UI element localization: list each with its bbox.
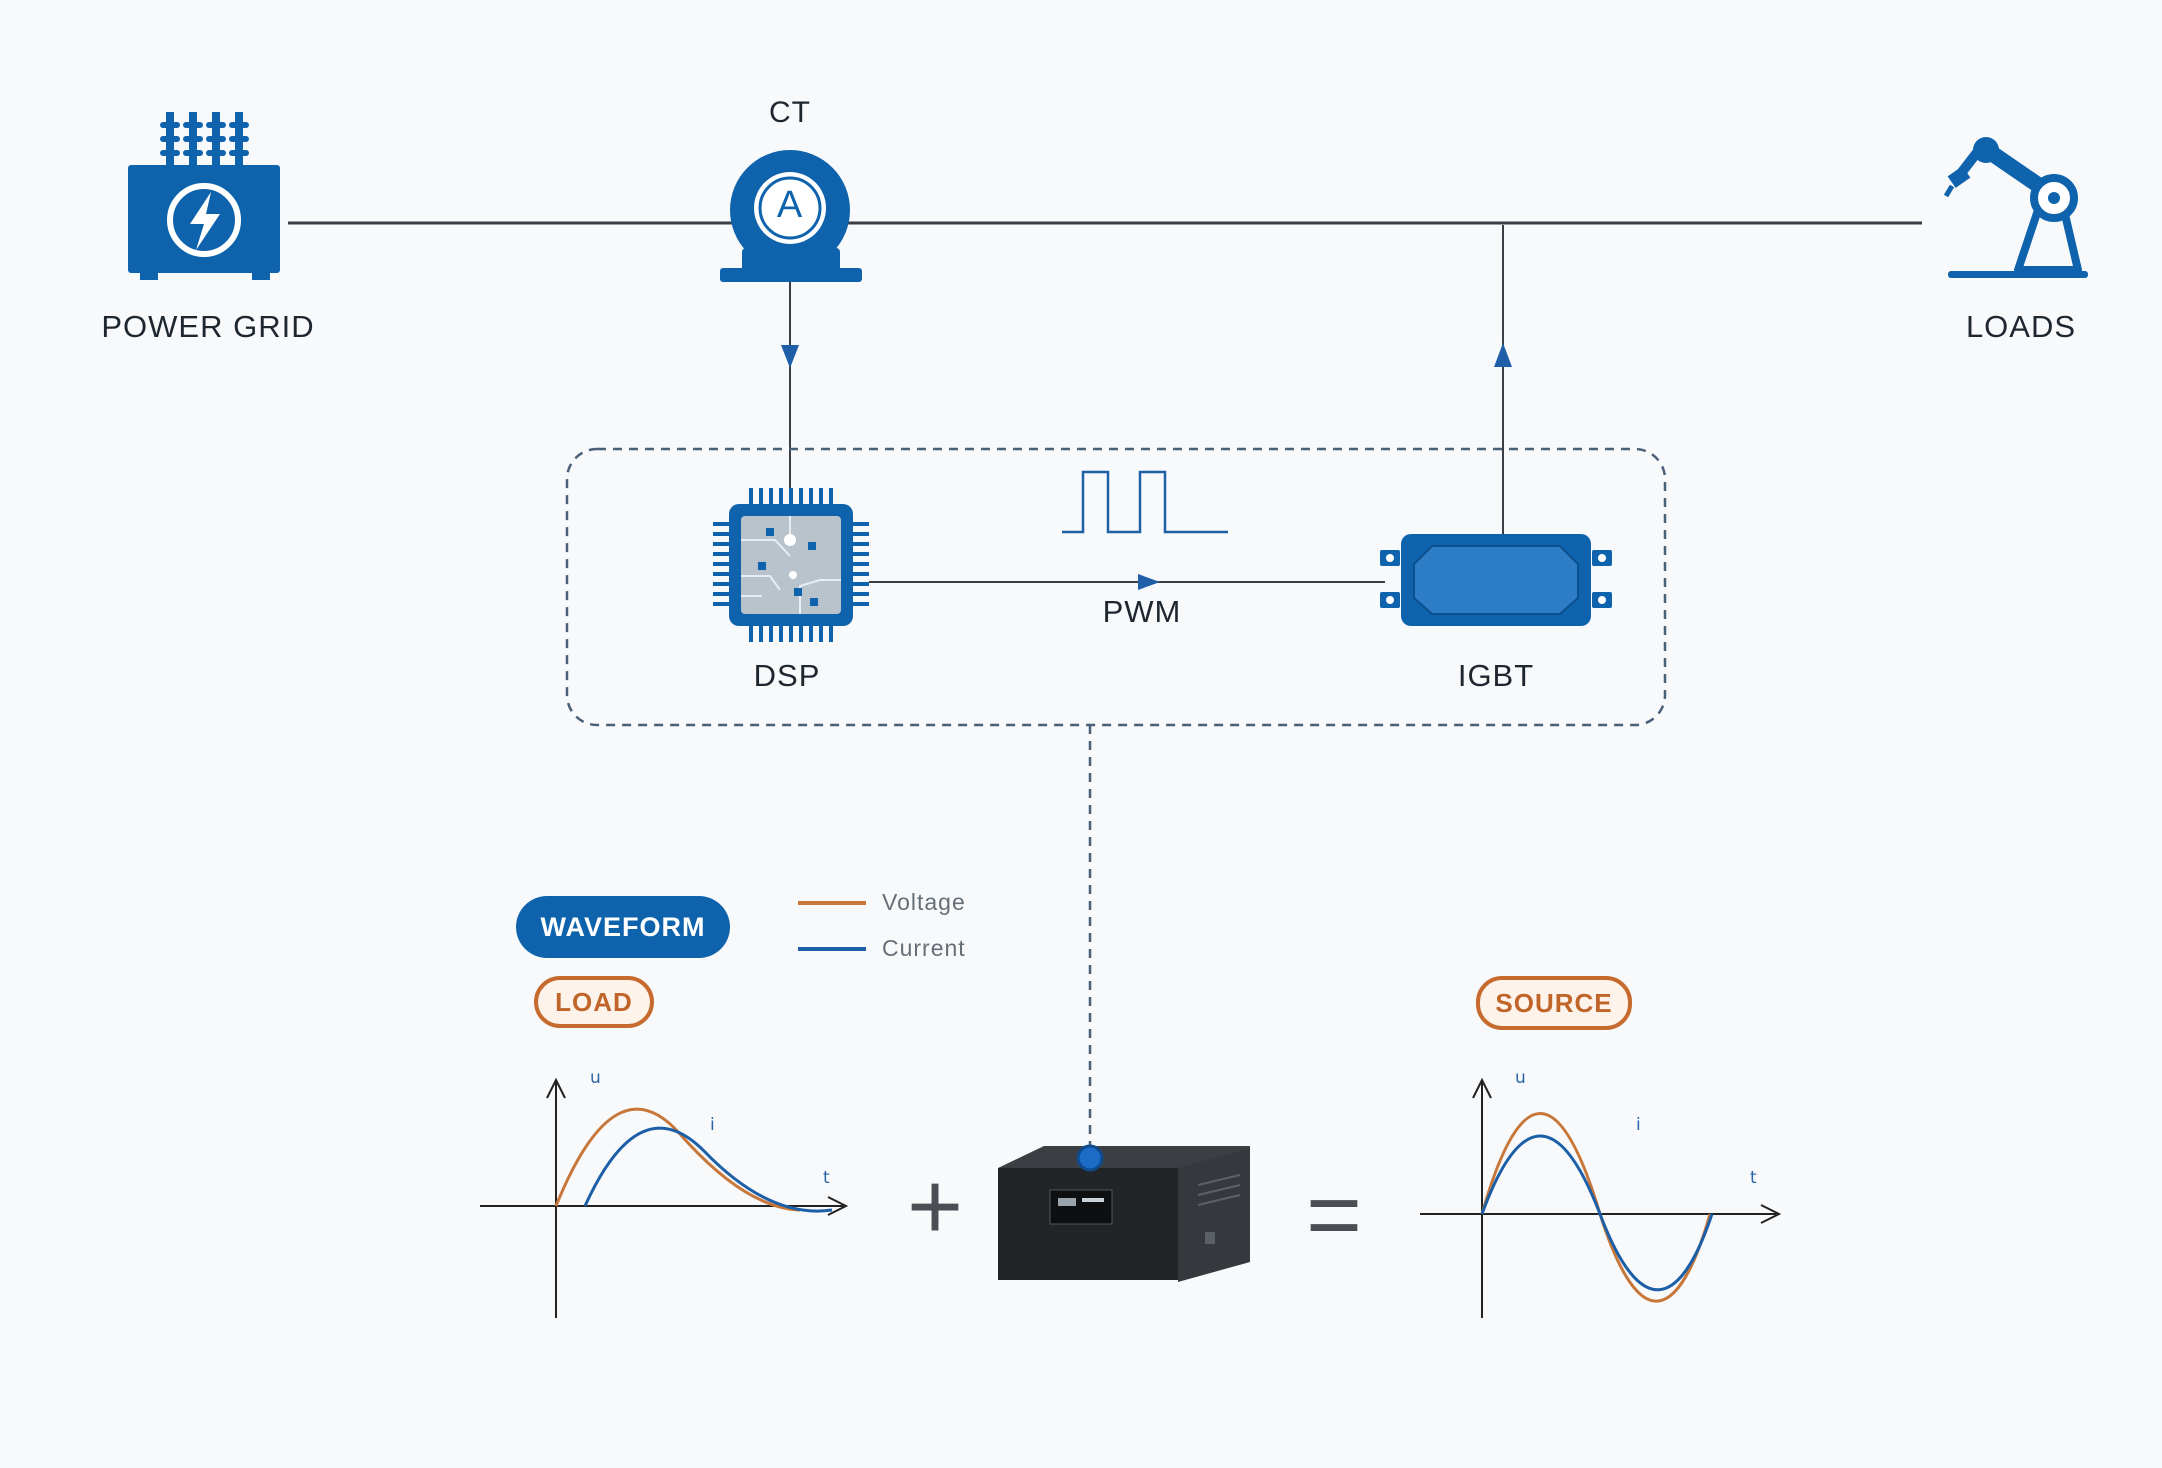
pwm-arrow [1138,574,1160,590]
load-badge: LOAD [534,976,654,1028]
loads-label: LOADS [1965,309,2077,344]
source-axis-u: u [1515,1068,1526,1088]
source-axis-i: i [1636,1115,1641,1135]
load-waveform-graph [480,1077,849,1318]
waveform-badge: WAVEFORM [516,896,730,958]
transformer-icon [128,112,280,280]
load-voltage-curve [554,1107,801,1212]
ct-label: CT [769,96,811,129]
load-axis-u: u [590,1068,601,1088]
igbt-module-icon [1380,534,1612,626]
load-axis-i: i [710,1115,715,1135]
source-axis-t: t [1750,1168,1757,1188]
legend-current-label: Current [882,935,966,961]
ct-symbol: A [776,184,804,226]
pwm-pulse-icon [1062,470,1228,534]
source-badge: SOURCE [1476,976,1632,1030]
dsp-label: DSP [753,658,821,693]
dsp-chip-icon [713,488,869,642]
load-current-curve [583,1126,833,1213]
source-current-curve [1480,1134,1714,1292]
igbt-up-arrow [1494,343,1512,367]
ct-down-arrow [781,345,799,368]
pwm-label: PWM [1102,594,1182,629]
filter-device-icon [998,1144,1250,1282]
load-axis-t: t [823,1168,830,1188]
equals-operator: = [1305,1161,1363,1268]
plus-operator: + [906,1153,964,1260]
robot-arm-icon [1943,137,2088,278]
control-unit-box [565,447,1667,727]
power-grid-label: POWER GRID [101,309,315,344]
source-waveform-graph [1420,1077,1782,1318]
igbt-label: IGBT [1457,658,1535,693]
current-transformer-icon [720,150,862,282]
legend-voltage-label: Voltage [882,889,966,915]
